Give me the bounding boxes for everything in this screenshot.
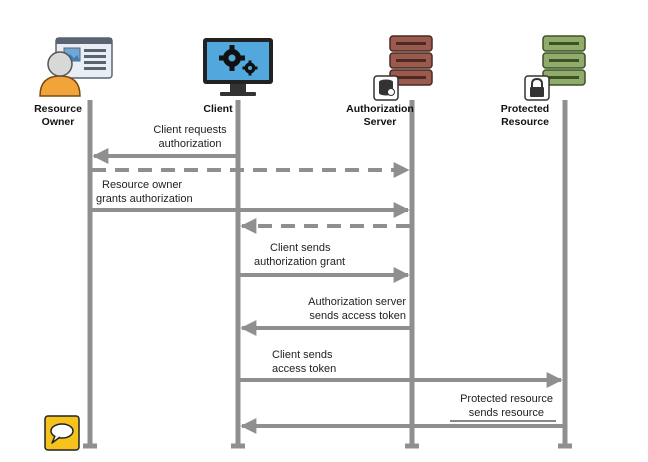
server-database-icon xyxy=(373,35,433,101)
message-label-line: grants authorization xyxy=(96,193,193,205)
actor-label-line: Authorization xyxy=(346,103,414,115)
message-label-line: access token xyxy=(272,363,336,375)
message-label-line: authorization grant xyxy=(254,256,345,268)
server-lock-icon xyxy=(524,35,586,101)
actor-label-line: Resource xyxy=(501,116,549,128)
message-arrows xyxy=(92,148,563,434)
message-label-line: Resource owner xyxy=(102,179,182,191)
user-profile-card-icon xyxy=(39,37,113,97)
monitor-gears-icon xyxy=(203,38,273,96)
message-label-line: Authorization server xyxy=(308,296,406,308)
actor-label-line: Client xyxy=(203,103,233,115)
actor-label-line: Server xyxy=(364,116,397,128)
actor-label-protected-resource: Protected Resource xyxy=(501,103,549,128)
actor-label-line: Protected xyxy=(501,103,549,115)
message-label-line: authorization xyxy=(159,138,222,150)
actor-label-line: Resource xyxy=(34,103,82,115)
message-label-line: Client requests xyxy=(153,124,227,136)
actor-label-resource-owner: Resource Owner xyxy=(34,103,82,128)
message-label-5: Client sends authorization grant xyxy=(254,242,345,268)
chat-bubble-icon xyxy=(44,415,80,451)
message-label-line: Client sends xyxy=(272,349,333,361)
lifelines xyxy=(83,100,572,449)
actor-label-authorization-server: Authorization Server xyxy=(346,103,414,128)
actor-label-line: Owner xyxy=(42,116,75,128)
message-label-line: Protected resource xyxy=(460,393,553,405)
message-label-6: Authorization server sends access token xyxy=(308,296,406,322)
message-label-8: Protected resource sends resource xyxy=(450,393,556,422)
message-label-line: sends access token xyxy=(309,310,406,322)
message-label-7: Client sends access token xyxy=(272,349,336,375)
message-label-1: Client requests authorization xyxy=(153,124,227,150)
message-label-3: Resource owner grants authorization xyxy=(96,179,193,205)
actor-label-client: Client xyxy=(203,103,233,115)
message-label-line: Client sends xyxy=(270,242,331,254)
message-label-line: sends resource xyxy=(469,407,544,419)
